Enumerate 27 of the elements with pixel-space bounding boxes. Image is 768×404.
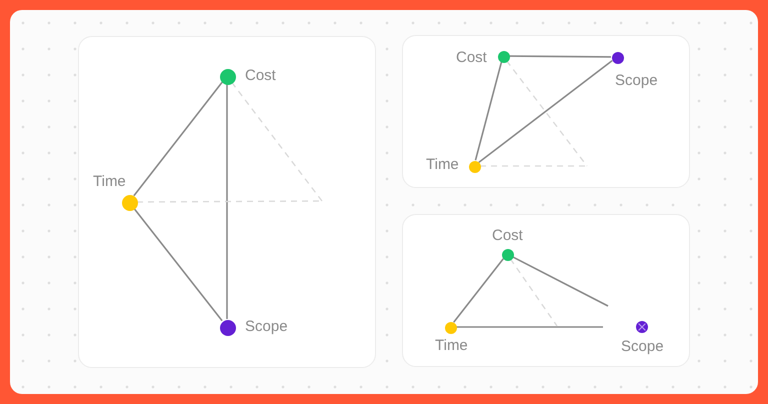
dashed-guide-line — [510, 258, 558, 326]
vertex-label: Time — [435, 337, 468, 355]
triangle-side-line — [226, 84, 228, 319]
dashed-guide-line — [506, 60, 588, 166]
vertex-label: Cost — [492, 227, 523, 245]
triangle-side-line — [478, 60, 613, 164]
vertex-label: Scope — [615, 72, 658, 90]
triangle-side-line — [474, 62, 502, 160]
vertex-label: Cost — [245, 67, 276, 85]
triangle-side-line — [512, 256, 608, 307]
triangle-side-line — [453, 258, 504, 323]
triangle-side-line — [133, 82, 223, 196]
triangle-side-line — [456, 326, 603, 328]
dashed-guide-line — [137, 200, 322, 203]
triangle-side-line — [133, 208, 223, 322]
vertex-label: Scope — [245, 318, 288, 336]
dashed-guide-line — [231, 82, 323, 202]
vertex-label: Time — [93, 173, 126, 191]
panel-card — [78, 36, 376, 368]
vertex-label: Time — [426, 156, 459, 174]
vertex-label: Cost — [456, 49, 487, 67]
panel-card — [402, 35, 690, 188]
panel-card — [402, 214, 690, 367]
dashed-guide-line — [480, 165, 587, 167]
triangle-side-line — [509, 55, 611, 58]
crossed-out-dot-icon — [636, 321, 648, 333]
vertex-label: Scope — [621, 338, 664, 356]
